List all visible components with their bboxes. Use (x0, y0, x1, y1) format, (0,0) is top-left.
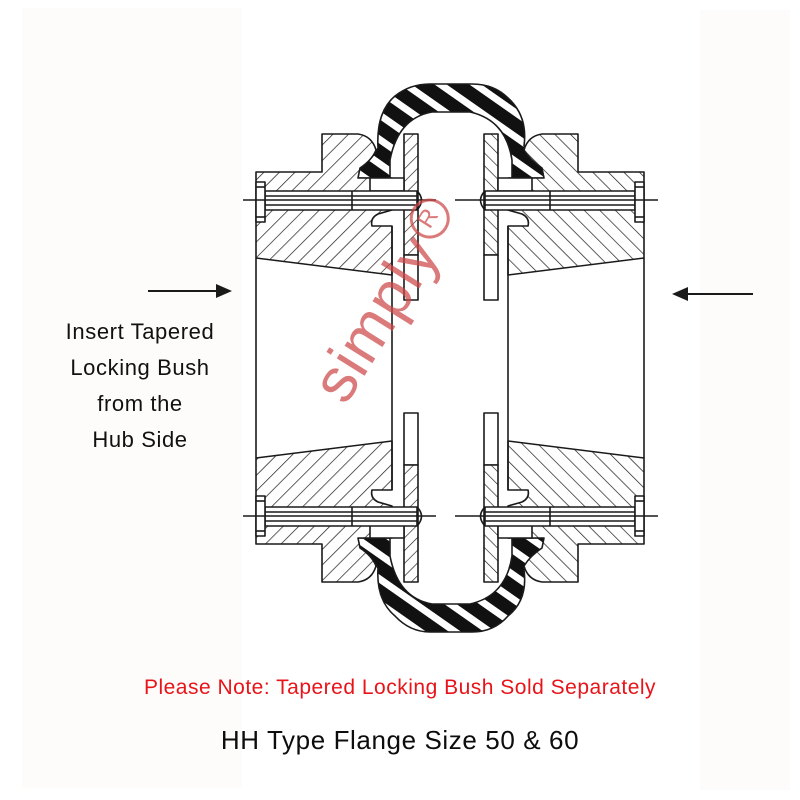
instruction-text: Insert Tapered Locking Bush from the Hub… (40, 314, 240, 458)
sold-separately-note: Please Note: Tapered Locking Bush Sold S… (143, 676, 657, 699)
diagram-title: HH Type Flange Size 50 & 60 (220, 725, 580, 755)
clamp-ring-left-bottom-plain (403, 412, 419, 466)
clamp-ring-right-bottom-plain (483, 412, 499, 466)
instruction-line: from the (97, 391, 183, 416)
right-arrow-icon (672, 287, 753, 301)
left-arrow-icon (148, 284, 232, 298)
background-shape (700, 10, 790, 790)
instruction-line: Locking Bush (70, 355, 210, 380)
spacer-right-top (497, 177, 533, 192)
spacer-left-bottom (369, 524, 405, 539)
instruction-line: Hub Side (92, 427, 188, 452)
spacer-left-top (369, 177, 405, 192)
rubber-tyre-bottom (357, 537, 545, 633)
spacer-right-bottom (497, 524, 533, 539)
background-shape (22, 8, 242, 788)
rubber-tyre-top (357, 83, 545, 179)
instruction-line: Insert Tapered (65, 319, 215, 344)
clamp-ring-left-top-plain (403, 254, 419, 301)
clamp-ring-right-top-plain (483, 254, 499, 301)
